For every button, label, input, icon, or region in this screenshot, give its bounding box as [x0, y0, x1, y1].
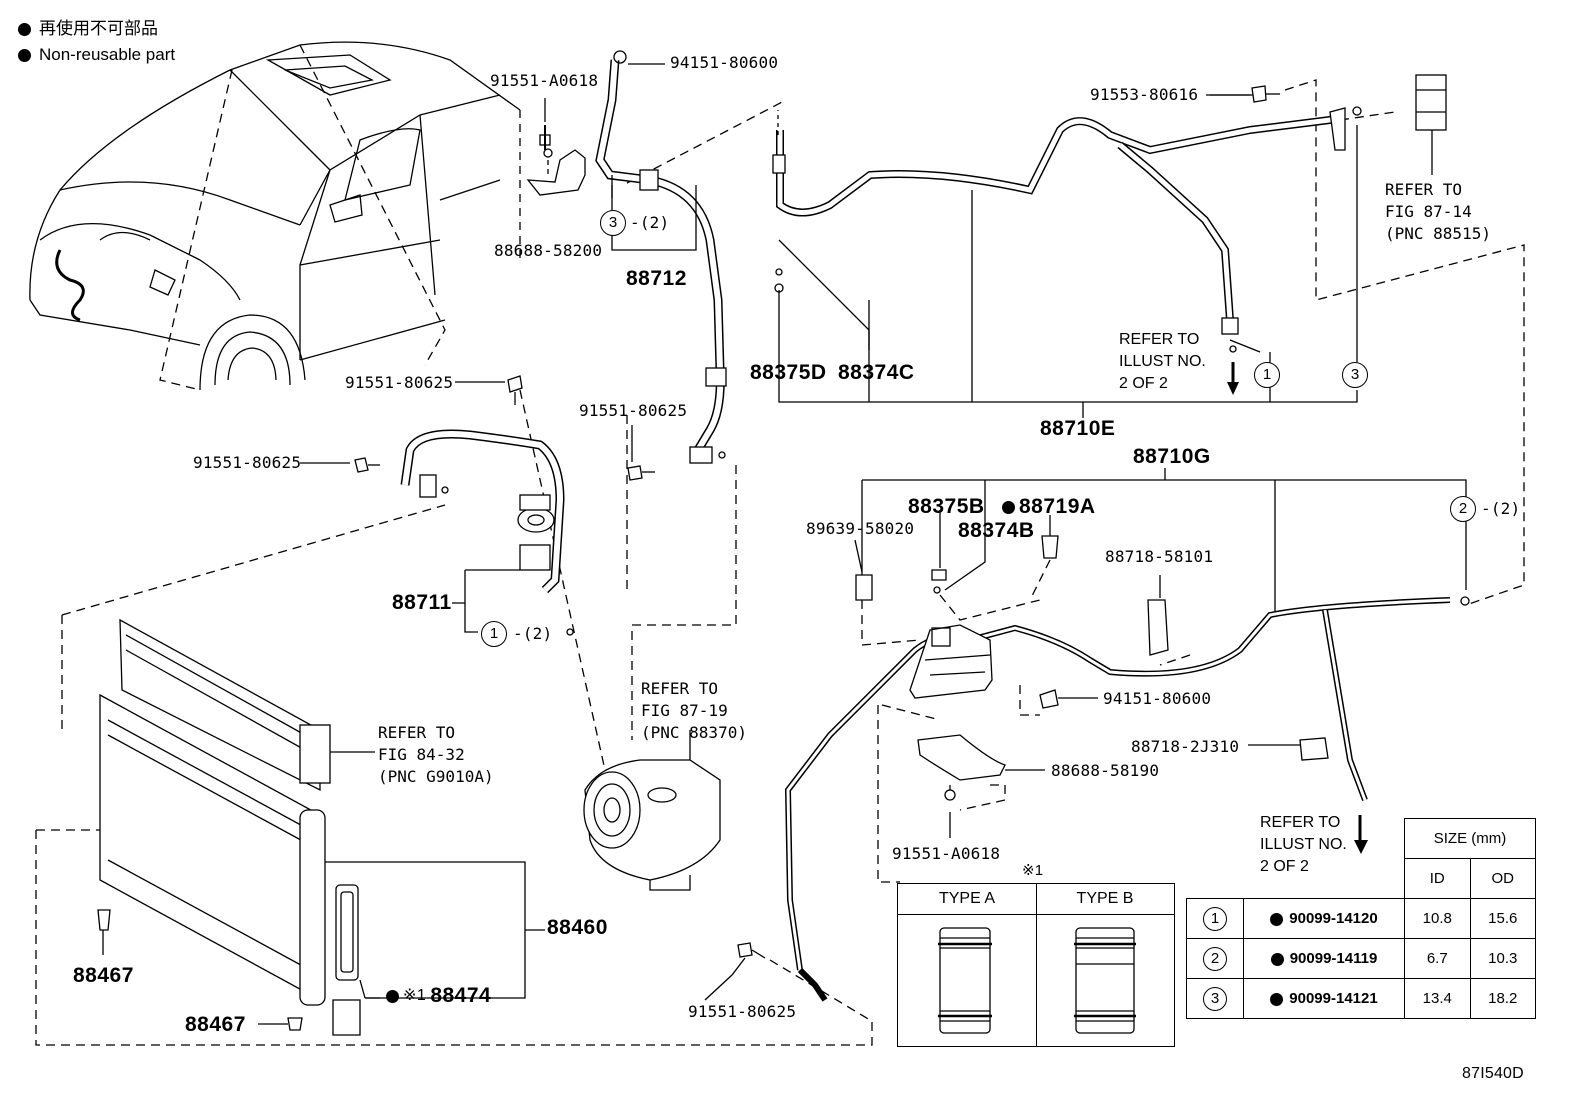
size-row: 2 90099-14119 6.7 10.3 — [1186, 938, 1536, 979]
type-table: TYPE A TYPE B — [897, 883, 1175, 1047]
row-od: 15.6 — [1469, 898, 1536, 939]
label-88375D: 88375D — [750, 361, 827, 384]
ref-circle-2: 2 — [1450, 496, 1476, 522]
label-91551-80625-b: 91551-80625 — [193, 453, 302, 472]
type-a-header: TYPE A — [898, 884, 1036, 915]
label-88460: 88460 — [547, 916, 608, 939]
label-88474-wrap: ※1 88474 — [386, 985, 491, 1007]
row-od: 10.3 — [1469, 938, 1536, 979]
non-reusable-dot-icon — [18, 48, 31, 62]
size-row: 3 90099-14121 13.4 18.2 — [1186, 978, 1536, 1019]
compressor — [583, 730, 721, 891]
label-88688-58190: 88688-58190 — [1051, 761, 1160, 780]
label-88688-58200: 88688-58200 — [494, 241, 603, 260]
label-88374C: 88374C — [838, 361, 915, 384]
non-reusable-dot-icon — [386, 989, 399, 1003]
size-header: SIZE (mm) — [1404, 818, 1536, 859]
label-88718-58101: 88718-58101 — [1105, 547, 1214, 566]
label-88719A-wrap: 88719A — [1002, 496, 1096, 518]
label-91551-80625-a: 91551-80625 — [345, 373, 454, 392]
label-88712: 88712 — [626, 267, 687, 290]
row-part: 90099-14120 — [1289, 910, 1378, 927]
expansion-valve — [1415, 74, 1447, 175]
ref-circle-1: 1 — [481, 621, 507, 647]
non-reusable-dot-icon — [18, 22, 31, 36]
fasteners — [354, 85, 1280, 959]
label-91551-A0618-top: 91551-A0618 — [490, 71, 599, 90]
legend-en-text: Non-reusable part — [39, 45, 176, 64]
non-reusable-dot-icon — [1270, 912, 1284, 926]
pipe-88710E — [772, 94, 1362, 418]
label-88711: 88711 — [392, 591, 452, 614]
condenser-assembly — [97, 618, 545, 1036]
hose-88711 — [400, 429, 565, 633]
label-91551-A0618-bottom: 91551-A0618 — [892, 844, 1001, 863]
size-row: 1 90099-14120 10.8 15.6 — [1186, 898, 1536, 939]
ref-circle-3-b: 3 — [1342, 362, 1368, 388]
label-88710G: 88710G — [1133, 445, 1211, 468]
row-circle: 1 — [1203, 906, 1227, 931]
type-table-mark: ※1 — [1022, 862, 1044, 879]
row-id: 13.4 — [1404, 978, 1471, 1019]
row-part: 90099-14119 — [1289, 950, 1378, 967]
label-91551-80625-c: 91551-80625 — [579, 401, 688, 420]
label-88467-b: 88467 — [185, 1013, 246, 1036]
figure-id: 87I540D — [1462, 1065, 1524, 1082]
row-id: 10.8 — [1404, 898, 1471, 939]
label-88718-2J310: 88718-2J310 — [1131, 737, 1240, 756]
bracket-88688-58200 — [526, 125, 586, 196]
row-id: 6.7 — [1404, 938, 1471, 979]
label-94151-80600-top: 94151-80600 — [670, 53, 779, 72]
row-part: 90099-14121 — [1289, 990, 1378, 1007]
label-91551-80625-d: 91551-80625 — [688, 1002, 797, 1021]
legend-ja: 再使用不可部品 — [18, 18, 158, 40]
row-od: 18.2 — [1469, 978, 1536, 1019]
ref-circle-3: 3 — [600, 210, 626, 236]
ref-qty-2: -(2) — [1481, 499, 1521, 518]
leader-lines — [300, 63, 1362, 1001]
legend-en: Non-reusable part — [18, 44, 175, 66]
refer-note-fig84-32: REFER TO FIG 84-32 (PNC G9010A) — [378, 723, 494, 786]
ref-qty-3: -(2) — [630, 213, 670, 232]
label-88467-a: 88467 — [73, 964, 134, 987]
label-88719A: 88719A — [1019, 495, 1096, 518]
hose-88712 — [595, 50, 727, 464]
label-89639-58020: 89639-58020 — [806, 519, 915, 538]
non-reusable-dot-icon — [1002, 500, 1015, 514]
vehicle-illustration — [29, 41, 521, 391]
ref-circle-1-b: 1 — [1254, 362, 1280, 388]
type-b-header: TYPE B — [1036, 884, 1174, 915]
size-table: SIZE (mm) ID OD 1 90099-14120 10.8 15.6 … — [1186, 818, 1536, 1019]
label-88474: 88474 — [430, 984, 492, 1007]
leader-dashes — [35, 44, 1525, 1046]
ref-mark-1: ※1 — [403, 987, 427, 1004]
label-88375B: 88375B — [908, 495, 985, 518]
non-reusable-dot-icon — [1270, 952, 1284, 966]
bracket-assembly-88710G — [855, 535, 1329, 801]
label-88374B: 88374B — [958, 519, 1035, 542]
o-ring-type-illustrations — [938, 927, 1136, 1034]
ref-qty-1: -(2) — [513, 624, 553, 643]
legend-ja-text: 再使用不可部品 — [39, 19, 158, 38]
label-91553-80616: 91553-80616 — [1090, 85, 1199, 104]
id-header: ID — [1404, 858, 1471, 899]
refer-note-fig87-14: REFER TO FIG 87-14 (PNC 88515) — [1385, 180, 1491, 243]
label-88710E: 88710E — [1040, 417, 1116, 440]
label-94151-80600-mid: 94151-80600 — [1103, 689, 1212, 708]
row-circle: 3 — [1203, 986, 1227, 1011]
non-reusable-dot-icon — [1270, 992, 1284, 1006]
row-circle: 2 — [1203, 946, 1227, 971]
od-header: OD — [1469, 858, 1536, 899]
refer-note-illust-top: REFER TO ILLUST NO. 2 OF 2 — [1119, 331, 1206, 392]
refer-note-fig87-19: REFER TO FIG 87-19 (PNC 88370) — [641, 679, 747, 742]
arrow-icons — [1227, 382, 1368, 854]
